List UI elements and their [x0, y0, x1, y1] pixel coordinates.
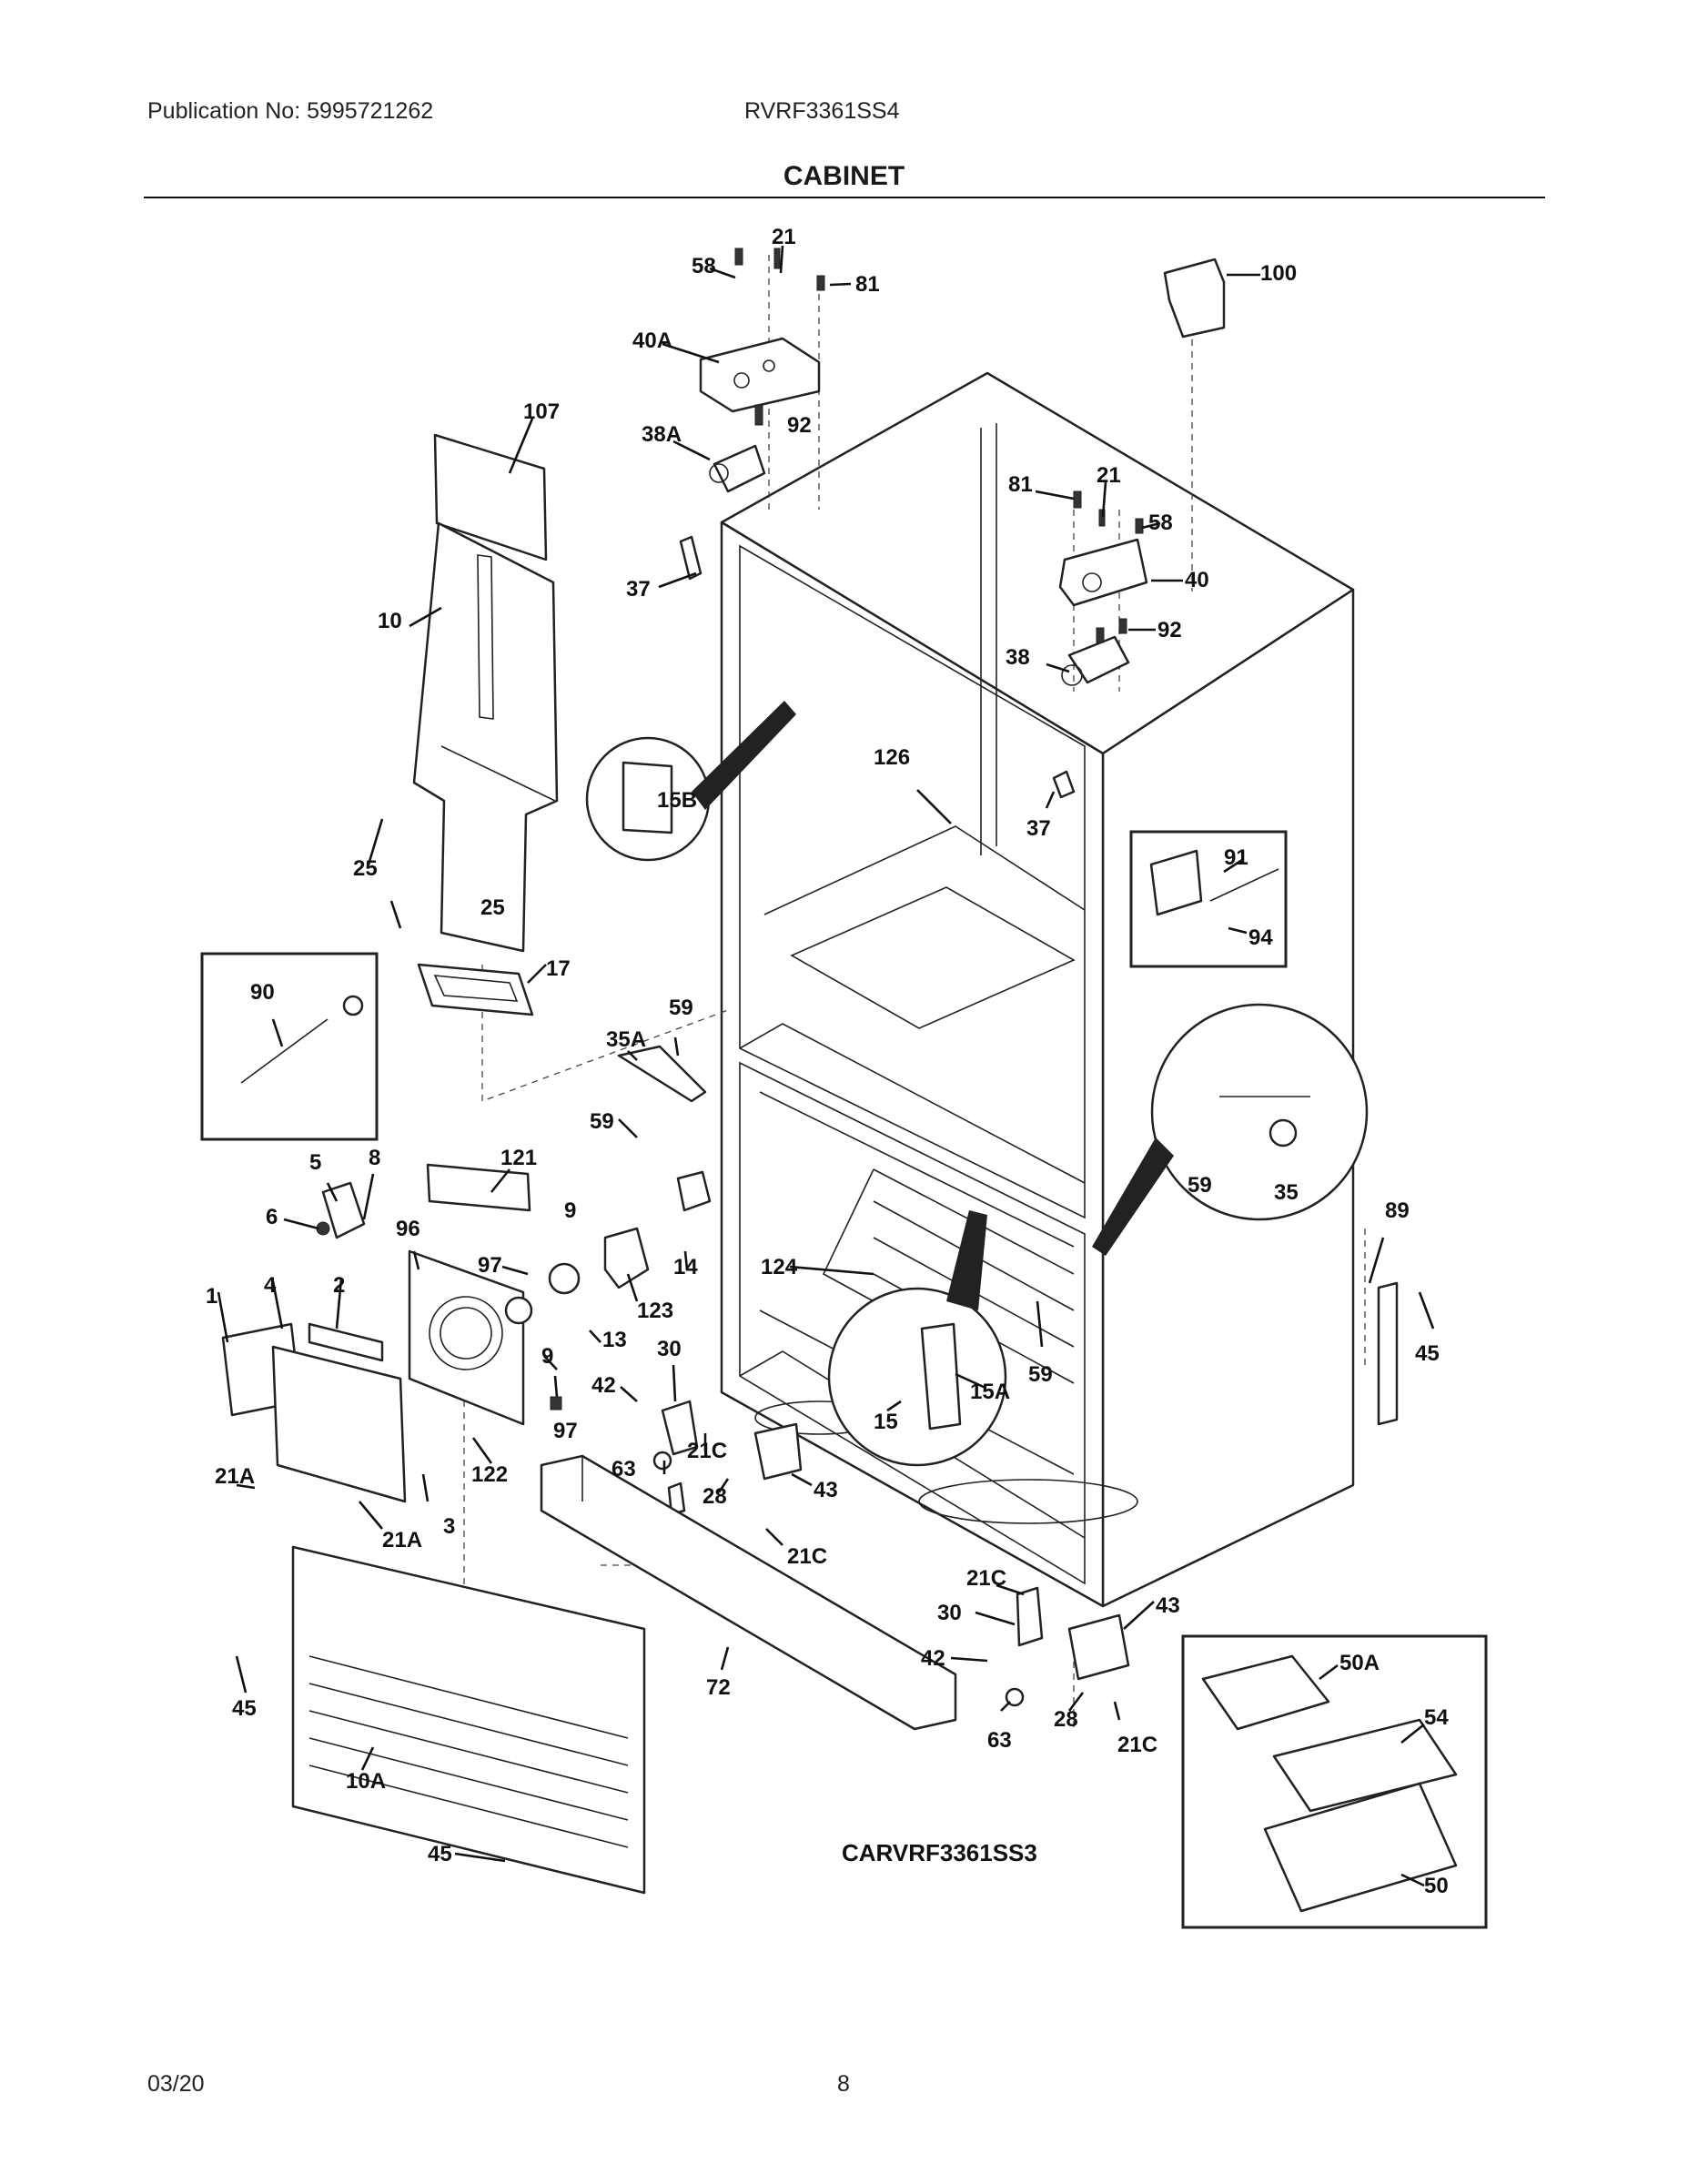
callout-92: 92 — [1157, 618, 1182, 642]
callout-59: 59 — [669, 996, 693, 1020]
callout-58: 58 — [1148, 511, 1173, 535]
callout-17: 17 — [546, 956, 571, 981]
callout-38a: 38A — [642, 422, 682, 447]
callout-50: 50 — [1424, 1874, 1449, 1898]
air-duct-parts — [291, 433, 646, 1895]
callout-labels: 21 58 81 100 40A 107 38A 92 81 21 58 40 … — [206, 225, 1449, 1898]
callout-35: 35 — [1274, 1180, 1299, 1205]
callout-63: 63 — [612, 1457, 636, 1481]
page-title: CABINET — [783, 161, 905, 191]
callout-126: 126 — [874, 745, 910, 770]
callout-38: 38 — [1006, 645, 1030, 670]
callout-21c: 21C — [787, 1544, 827, 1569]
page-number: 8 — [837, 2071, 850, 2097]
title-rule — [144, 197, 1545, 198]
callout-3: 3 — [443, 1514, 455, 1539]
callout-13: 13 — [602, 1328, 627, 1352]
publication-number: Publication No: 5995721262 — [147, 98, 434, 124]
callout-21c: 21C — [1117, 1733, 1157, 1757]
callout-59: 59 — [590, 1109, 614, 1134]
diagram-code: CARVRF3361SS3 — [842, 1839, 1037, 1866]
callout-43: 43 — [814, 1478, 838, 1502]
callout-63: 63 — [987, 1728, 1012, 1753]
callout-81: 81 — [855, 272, 880, 297]
callout-25: 25 — [353, 856, 378, 881]
callout-72: 72 — [706, 1675, 731, 1700]
callout-30: 30 — [937, 1601, 962, 1625]
callout-50a: 50A — [1339, 1651, 1380, 1675]
callout-15a: 15A — [970, 1380, 1010, 1404]
callout-58: 58 — [692, 254, 716, 278]
hinge-parts — [679, 248, 1226, 799]
callout-59: 59 — [1028, 1362, 1053, 1387]
callout-89: 89 — [1385, 1198, 1410, 1223]
callout-124: 124 — [761, 1255, 798, 1279]
callout-81: 81 — [1008, 472, 1033, 497]
callout-97: 97 — [553, 1419, 578, 1443]
callout-123: 123 — [637, 1299, 673, 1323]
callout-90: 90 — [250, 980, 275, 1005]
callout-21a: 21A — [382, 1528, 422, 1552]
callout-97: 97 — [478, 1253, 502, 1278]
callout-35a: 35A — [606, 1027, 646, 1052]
fan-assembly — [221, 1045, 803, 1516]
callout-30: 30 — [657, 1337, 682, 1361]
leader-lines — [217, 245, 1435, 1887]
callout-8: 8 — [369, 1146, 380, 1170]
callout-94: 94 — [1248, 925, 1273, 950]
callout-25: 25 — [480, 895, 505, 920]
callout-9: 9 — [564, 1198, 576, 1223]
model-number: RVRF3361SS4 — [744, 98, 900, 124]
callout-40a: 40A — [632, 329, 672, 353]
callout-107: 107 — [523, 399, 560, 424]
callout-37: 37 — [626, 577, 651, 602]
callout-40: 40 — [1185, 568, 1209, 592]
callout-10a: 10A — [346, 1769, 386, 1794]
callout-4: 4 — [264, 1273, 277, 1298]
callout-28: 28 — [1054, 1707, 1078, 1732]
callout-43: 43 — [1156, 1593, 1180, 1618]
callout-15b: 15B — [657, 788, 697, 813]
callout-6: 6 — [266, 1205, 278, 1229]
callout-37: 37 — [1026, 816, 1051, 841]
cabinet-body — [720, 371, 1355, 1608]
callout-21: 21 — [772, 225, 796, 249]
inset-details — [200, 701, 1488, 1929]
callout-45: 45 — [428, 1842, 452, 1866]
toe-grille — [540, 1281, 1399, 1731]
callout-45: 45 — [1415, 1341, 1440, 1366]
callout-14: 14 — [673, 1255, 698, 1279]
callout-96: 96 — [396, 1217, 420, 1241]
callout-15: 15 — [874, 1410, 898, 1434]
callout-54: 54 — [1424, 1705, 1449, 1730]
callout-5: 5 — [309, 1150, 321, 1175]
callout-21c: 21C — [687, 1439, 727, 1463]
callout-28: 28 — [702, 1484, 727, 1509]
callout-1: 1 — [206, 1284, 217, 1309]
callout-92: 92 — [787, 413, 812, 438]
footer-date: 03/20 — [147, 2071, 205, 2097]
callout-45: 45 — [232, 1696, 257, 1721]
callout-9: 9 — [541, 1344, 553, 1369]
callout-21c: 21C — [966, 1566, 1006, 1591]
callout-122: 122 — [471, 1462, 508, 1487]
callout-42: 42 — [591, 1373, 616, 1398]
callout-10: 10 — [378, 609, 402, 633]
callout-42: 42 — [921, 1646, 945, 1671]
callout-59: 59 — [1188, 1173, 1212, 1198]
callout-2: 2 — [333, 1273, 345, 1298]
callout-91: 91 — [1224, 845, 1248, 870]
callout-100: 100 — [1260, 261, 1297, 286]
callout-21a: 21A — [215, 1464, 255, 1489]
callout-121: 121 — [500, 1146, 537, 1170]
callout-21: 21 — [1097, 463, 1121, 488]
